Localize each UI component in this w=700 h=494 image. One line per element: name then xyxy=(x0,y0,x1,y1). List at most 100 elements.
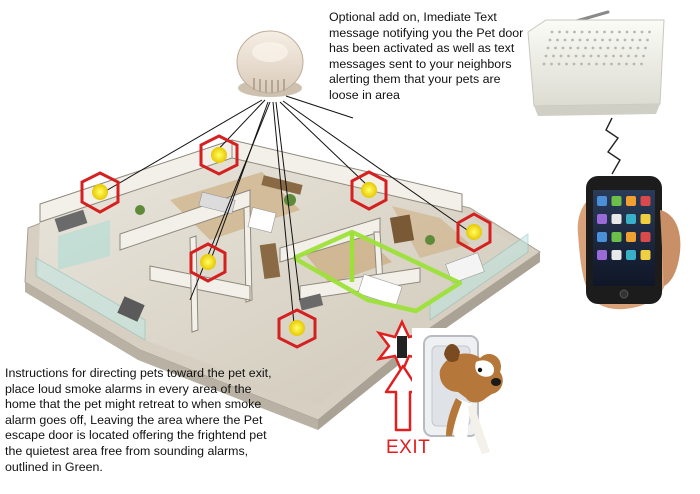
phone-app-icon xyxy=(626,214,636,224)
router-vent xyxy=(544,54,548,58)
router-vent xyxy=(623,38,627,42)
router-vent xyxy=(550,30,554,34)
router-vent xyxy=(632,62,636,66)
router-vent xyxy=(588,30,591,34)
router-vent xyxy=(597,54,600,58)
router-vent xyxy=(636,46,640,50)
alarm-marker-hall xyxy=(189,242,227,283)
router-vent xyxy=(633,30,636,34)
phone-app-icon xyxy=(611,232,622,242)
router-vent xyxy=(631,38,634,42)
router-vent xyxy=(606,46,610,50)
alarm-marker-bedroom-east xyxy=(456,212,492,253)
alarm-marker-kitchen xyxy=(80,171,120,214)
router-vent xyxy=(625,62,628,66)
router-vent xyxy=(612,54,615,58)
phone-app-icon xyxy=(640,214,651,224)
router-vent xyxy=(595,30,599,34)
alarm-marker-bedroom-north xyxy=(350,170,388,211)
phone-app-icon xyxy=(640,232,651,242)
router-vent xyxy=(629,46,632,50)
router-vent xyxy=(627,54,630,58)
router-vent xyxy=(614,46,617,50)
router-vent xyxy=(578,38,582,42)
phone-app-icon xyxy=(611,214,622,224)
optional-addon-note: Optional add on, Imediate Text message n… xyxy=(329,10,524,102)
alarm-marker-bathroom xyxy=(277,308,317,349)
router-vent xyxy=(552,54,555,58)
router-vent xyxy=(559,54,563,58)
router-vent xyxy=(571,38,574,42)
router-vent xyxy=(589,54,593,58)
router-vent xyxy=(640,62,643,66)
phone-app-icon xyxy=(626,232,636,242)
phone-app-icon xyxy=(611,250,622,260)
instructions-note: Instructions for directing pets toward t… xyxy=(5,366,272,474)
phone-app-icon xyxy=(640,250,651,260)
phone-app-icon xyxy=(597,250,607,260)
router-vent xyxy=(561,46,565,50)
router-vent xyxy=(580,62,583,66)
phone-app-icon xyxy=(611,196,622,206)
router-vent xyxy=(565,30,569,34)
router-vent xyxy=(644,46,647,50)
smoke-detector-icon xyxy=(236,30,304,97)
router-vent xyxy=(601,38,604,42)
router-vent xyxy=(546,46,550,50)
router-vent xyxy=(604,54,608,58)
router-vent xyxy=(573,30,576,34)
router-vent xyxy=(603,30,606,34)
phone-app-icon xyxy=(640,196,651,206)
router-vent xyxy=(548,38,552,42)
router-vent xyxy=(558,30,561,34)
router-vent xyxy=(584,46,587,50)
router-vent xyxy=(625,30,629,34)
router-vent xyxy=(593,38,597,42)
router-vent xyxy=(619,54,623,58)
router-icon xyxy=(527,10,665,116)
router-vent xyxy=(638,38,642,42)
router-vent xyxy=(567,54,570,58)
router-vent xyxy=(634,54,638,58)
router-vent xyxy=(556,38,559,42)
router-vent xyxy=(574,54,578,58)
phone-app-icon xyxy=(597,214,607,224)
exit-label: EXIT xyxy=(386,437,431,458)
router-vent xyxy=(557,62,561,66)
phone-app-icon xyxy=(626,250,636,260)
router-vent xyxy=(617,62,621,66)
router-vent xyxy=(621,46,625,50)
router-vent xyxy=(582,54,585,58)
smartphone-icon xyxy=(577,176,681,310)
router-vent xyxy=(640,30,644,34)
router-vent xyxy=(587,62,591,66)
router-vent xyxy=(550,62,553,66)
router-vent xyxy=(563,38,567,42)
router-vent xyxy=(565,62,568,66)
alarm-marker-living xyxy=(199,134,239,176)
router-vent xyxy=(595,62,598,66)
router-vent xyxy=(616,38,619,42)
house-floor-plan xyxy=(24,139,541,430)
router-vent xyxy=(554,46,557,50)
router-vent xyxy=(591,46,595,50)
wireless-signal-icon xyxy=(605,117,621,175)
router-vent xyxy=(580,30,584,34)
router-vent xyxy=(599,46,602,50)
router-vent xyxy=(648,30,651,34)
router-vent xyxy=(610,62,613,66)
router-vent xyxy=(576,46,580,50)
router-vent xyxy=(618,30,621,34)
router-vent xyxy=(572,62,576,66)
router-vent xyxy=(569,46,572,50)
quiet-zone-outline xyxy=(292,229,463,314)
router-vent xyxy=(608,38,612,42)
router-vent xyxy=(586,38,589,42)
router-vent xyxy=(646,38,649,42)
router-vent xyxy=(642,54,645,58)
router-vent xyxy=(542,62,546,66)
router-vent xyxy=(610,30,614,34)
phone-app-icon xyxy=(626,196,636,206)
router-vent xyxy=(602,62,606,66)
